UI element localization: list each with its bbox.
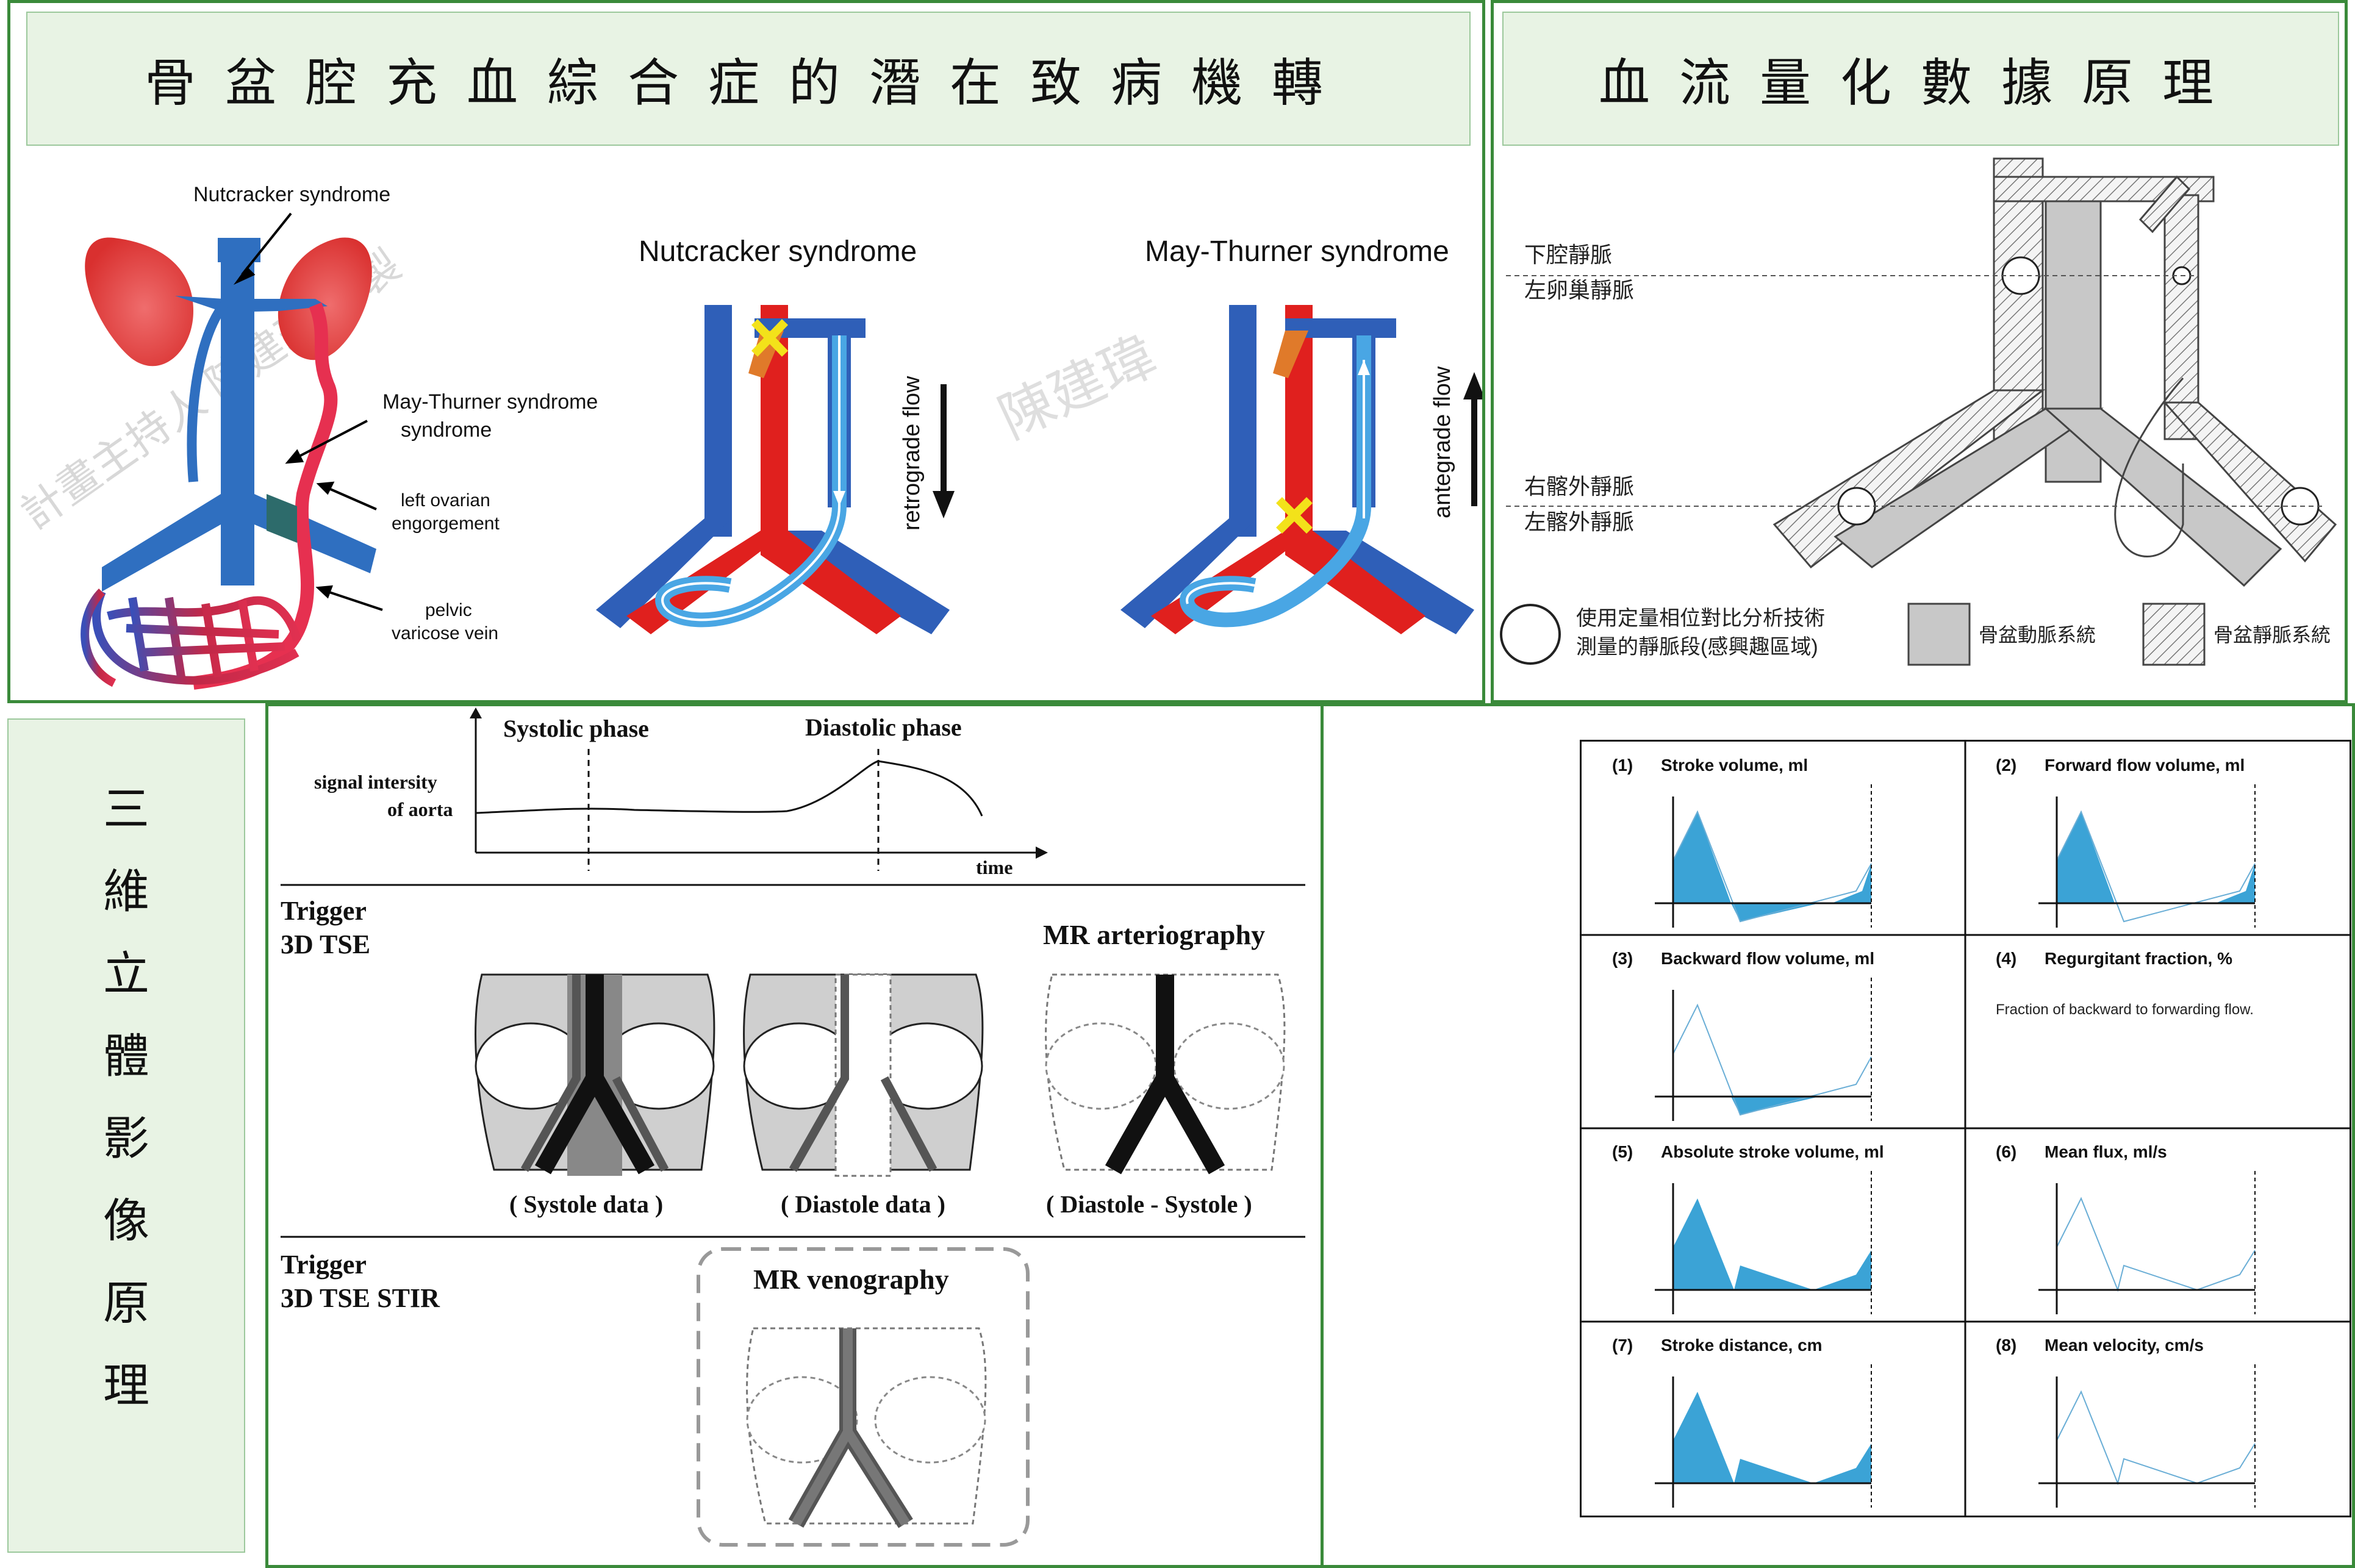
down-arrow-icon (933, 491, 955, 518)
phase-contrast-cell: (2) Forward flow volume, ml (1996, 756, 2256, 928)
nutcracker-schematic: Nutcracker syndrome (596, 235, 955, 634)
svg-text:of aorta: of aorta (387, 798, 453, 820)
svg-text:(8): (8) (1996, 1336, 2016, 1355)
svg-text:3D TSE STIR: 3D TSE STIR (281, 1283, 440, 1313)
phase-contrast-grid: (1) Stroke volume, ml (2) Forward flow volu… (1580, 740, 2351, 1517)
panel-3d-imaging: Systolic phase Diastolic phase signal in… (265, 703, 1324, 1568)
compression-cross-icon (1276, 497, 1313, 534)
compression-cross-icon (751, 319, 789, 357)
flow-legend: 使用定量相位對比分析技術 測量的靜脈段(感興趣區域) 骨盆動脈系統 骨盆靜脈系統 (1500, 603, 2331, 666)
svg-text:(6): (6) (1996, 1142, 2016, 1161)
roi-circle-icon (1500, 604, 1561, 665)
mr-venography-frame (697, 1247, 1030, 1547)
phase-contrast-cell: (5) Absolute stroke volume, ml (1612, 1142, 1884, 1314)
anatomy-label-nutcracker: Nutcracker syndrome (193, 183, 390, 206)
svg-text:engorgement: engorgement (392, 514, 500, 534)
phase-contrast-cell: (6) Mean flux, ml/s (1996, 1142, 2256, 1314)
flow-quantification-title: 血流量化數據原理 (1502, 12, 2339, 146)
mr-arteriography-label: MR arteriography (1043, 919, 1265, 950)
svg-text:測量的靜脈段(感興趣區域): 測量的靜脈段(感興趣區域) (1576, 635, 1818, 659)
caption-subtraction: ( Diastole - Systole ) (1046, 1190, 1252, 1218)
diastolic-phase-label: Diastolic phase (805, 714, 962, 741)
svg-text:Fraction of backward to forwar: Fraction of backward to forwarding flow. (1996, 1001, 2254, 1018)
svg-text:Forward flow volume, ml: Forward flow volume, ml (2045, 756, 2245, 775)
pelvis-systole (475, 973, 715, 1176)
svg-text:骨盆靜脈系統: 骨盆靜脈系統 (2213, 624, 2331, 646)
systolic-phase-label: Systolic phase (503, 715, 649, 742)
phase-contrast-cell: (7) Stroke distance, cm (1612, 1336, 1872, 1508)
svg-text:(5): (5) (1612, 1142, 1633, 1161)
svg-text:Mean velocity, cm/s: Mean velocity, cm/s (2045, 1336, 2204, 1355)
caption-systole: ( Systole data ) (509, 1190, 663, 1218)
pathogenesis-title: 骨盆腔充血綜合症的潛在致病機轉 (26, 12, 1471, 146)
mr-venography-label: MR venography (753, 1264, 949, 1295)
up-arrow-icon (1463, 372, 1482, 399)
svg-text:(4): (4) (1996, 949, 2016, 968)
svg-text:Regurgitant fraction, %: Regurgitant fraction, % (2045, 949, 2232, 968)
may-thurner-title: May-Thurner syndrome (1145, 235, 1449, 268)
phase-contrast-cell: (4) Regurgitant fraction, % Fraction of ba… (1996, 949, 2254, 1018)
title-char: 立 (103, 947, 149, 1001)
svg-text:使用定量相位對比分析技術: 使用定量相位對比分析技術 (1576, 607, 1825, 630)
3d-imaging-title: 三維立體影像原理 (7, 718, 245, 1553)
caption-diastole: ( Diastole data ) (781, 1190, 945, 1218)
svg-text:(1): (1) (1612, 756, 1633, 775)
title-char: 體 (103, 1029, 149, 1083)
label-left-external-iliac: 左髂外靜脈 (1524, 509, 1634, 534)
venous-roi-diagram: 下腔靜脈 左卵巢靜脈 右髂外靜脈 左髂外靜脈 (1506, 157, 2337, 587)
nutcracker-title: Nutcracker syndrome (639, 235, 917, 268)
svg-text:signal intersity: signal intersity (314, 771, 437, 793)
pelvis-venography (746, 1327, 987, 1528)
label-right-external-iliac: 右髂外靜脈 (1524, 474, 1634, 499)
svg-text:(3): (3) (1612, 949, 1633, 968)
panel-pathogenesis: 骨盆腔充血綜合症的潛在致病機轉 計畫主持人 陳建瑋 繪製 陳建瑋 (7, 0, 1485, 703)
anatomy-illustration: Nutcracker syndrome May-Thurner syndrome… (81, 183, 598, 690)
title-char: 維 (103, 864, 149, 918)
label-left-ovarian-vein: 左卵巢靜脈 (1524, 277, 1634, 303)
svg-text:varicose vein: varicose vein (392, 623, 498, 643)
svg-text:syndrome: syndrome (401, 418, 492, 442)
title-char: 像 (103, 1194, 149, 1248)
svg-text:Absolute stroke volume, ml: Absolute stroke volume, ml (1661, 1142, 1884, 1161)
phase-contrast-cell: (8) Mean velocity, cm/s (1996, 1336, 2256, 1508)
svg-text:(2): (2) (1996, 756, 2016, 775)
pelvis-subtraction (1045, 973, 1286, 1175)
may-thurner-schematic: May-Thurner syndrome antegrade flow (1120, 235, 1482, 634)
title-char: 原 (103, 1276, 149, 1330)
antegrade-flow-label: antegrade flow (1430, 366, 1455, 518)
phase-contrast-cell: (1) Stroke volume, ml (1612, 756, 1872, 928)
svg-text:left ovarian: left ovarian (401, 490, 490, 510)
svg-text:Mean flux, ml/s: Mean flux, ml/s (2045, 1142, 2167, 1161)
artery-swatch (1907, 603, 1971, 666)
retrograde-flow-label: retrograde flow (899, 376, 925, 531)
panel-flow-quantification: 血流量化數據原理 (1491, 0, 2348, 703)
svg-text:time: time (976, 856, 1013, 878)
title-char: 三 (103, 782, 149, 836)
svg-text:Trigger: Trigger (281, 896, 367, 926)
svg-text:骨盆動脈系統: 骨盆動脈系統 (1979, 624, 2096, 646)
title-char: 理 (103, 1358, 149, 1412)
svg-text:(7): (7) (1612, 1336, 1633, 1355)
pathogenesis-diagrams: 計畫主持人 陳建瑋 繪製 陳建瑋 (13, 183, 1482, 690)
svg-text:Stroke distance, cm: Stroke distance, cm (1661, 1336, 1823, 1355)
svg-text:Trigger: Trigger (281, 1250, 367, 1280)
title-char: 影 (103, 1111, 149, 1165)
svg-text:Stroke volume, ml: Stroke volume, ml (1661, 756, 1808, 775)
vein-swatch (2142, 603, 2206, 666)
panel-phase-contrast: (1) Stroke volume, ml (2) Forward flow volu… (1321, 703, 2355, 1568)
svg-text:Backward flow volume, ml: Backward flow volume, ml (1661, 949, 1874, 968)
phase-contrast-cell: (3) Backward flow volume, ml (1612, 949, 1874, 1121)
svg-text:pelvic: pelvic (425, 600, 472, 620)
3d-imaging-diagram: Systolic phase Diastolic phase signal in… (281, 707, 1305, 1547)
watermark-2: 陳建瑋 (990, 325, 1165, 450)
pelvis-diastole (743, 973, 984, 1177)
label-ivc: 下腔靜脈 (1524, 242, 1612, 267)
anatomy-label-may-thurner: May-Thurner syndrome (382, 390, 598, 413)
svg-text:3D TSE: 3D TSE (281, 929, 370, 959)
